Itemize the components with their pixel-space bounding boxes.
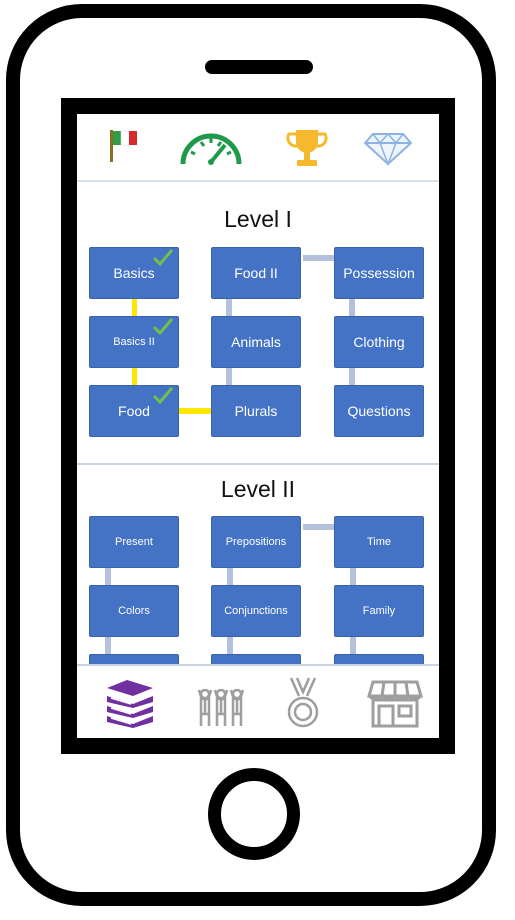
bottom-nav xyxy=(77,664,439,738)
path-link-locked xyxy=(227,568,233,585)
checkmark-icon xyxy=(152,249,174,266)
home-button[interactable] xyxy=(208,768,300,860)
skill-node-clothing[interactable]: Clothing xyxy=(334,316,424,368)
trophy-icon[interactable] xyxy=(285,126,329,175)
skill-node-food-ii[interactable]: Food II xyxy=(211,247,301,299)
skill-node-basics[interactable]: Basics xyxy=(89,247,179,299)
skill-node-plurals[interactable]: Plurals xyxy=(211,385,301,437)
skill-label: Questions xyxy=(347,403,411,419)
skill-label: Food II xyxy=(234,265,278,281)
path-link-locked xyxy=(226,368,232,385)
checkmark-icon xyxy=(152,318,174,335)
speedometer-icon[interactable] xyxy=(179,130,243,171)
skill-node-present[interactable]: Present xyxy=(89,516,179,568)
level-title: Level I xyxy=(224,206,292,232)
path-link-completed xyxy=(179,408,211,414)
skill-node-time[interactable]: Time xyxy=(334,516,424,568)
path-link-locked xyxy=(350,568,356,585)
checkmark-icon xyxy=(152,387,174,404)
path-link-locked xyxy=(303,524,335,530)
diamond-icon[interactable] xyxy=(363,132,413,171)
skill-label: Animals xyxy=(231,334,281,350)
skill-node-animals[interactable]: Animals xyxy=(211,316,301,368)
path-link-locked xyxy=(226,299,232,316)
skill-label: Plurals xyxy=(234,403,278,419)
skill-label: Colors xyxy=(118,605,150,617)
path-link-locked xyxy=(349,299,355,316)
skill-node-family[interactable]: Family xyxy=(334,585,424,637)
skill-label: Prepositions xyxy=(225,536,287,548)
skill-label: Possession xyxy=(343,265,415,281)
level-divider xyxy=(77,463,439,465)
skill-node-food[interactable]: Food xyxy=(89,385,179,437)
skill-label: Family xyxy=(362,605,396,617)
shop-icon[interactable] xyxy=(367,678,423,733)
italian-flag-icon[interactable] xyxy=(107,128,139,169)
level-title: Level II xyxy=(220,476,296,502)
path-link-completed xyxy=(132,368,137,385)
medal-icon[interactable] xyxy=(283,676,323,735)
path-link-locked xyxy=(105,636,111,656)
path-link-completed xyxy=(132,299,137,316)
skill-node-partial[interactable] xyxy=(211,654,301,664)
path-link-locked xyxy=(303,255,335,261)
path-link-locked xyxy=(350,636,356,656)
people-icon[interactable] xyxy=(195,680,247,733)
phone-speaker xyxy=(205,60,313,74)
skill-node-prepositions[interactable]: Prepositions xyxy=(211,516,301,568)
path-link-locked xyxy=(227,636,233,656)
skill-node-questions[interactable]: Questions xyxy=(334,385,424,437)
skill-tree: Level I Basics Basics II Food Food II An… xyxy=(77,182,439,664)
skill-node-basics-ii[interactable]: Basics II xyxy=(89,316,179,368)
books-icon[interactable] xyxy=(103,678,157,733)
skill-label: Basics II xyxy=(113,336,155,348)
app-screen: Level I Basics Basics II Food Food II An… xyxy=(77,114,439,738)
skill-node-conjunctions[interactable]: Conjunctions xyxy=(211,585,301,637)
path-link-locked xyxy=(349,368,355,385)
path-link-locked xyxy=(105,568,111,585)
skill-label: Time xyxy=(366,536,392,548)
skill-label: Clothing xyxy=(353,334,405,350)
top-bar xyxy=(77,114,439,182)
skill-label: Present xyxy=(115,536,153,548)
skill-label: Conjunctions xyxy=(224,605,288,617)
skill-label: Food xyxy=(118,403,150,419)
skill-node-possession[interactable]: Possession xyxy=(334,247,424,299)
skill-node-partial[interactable] xyxy=(89,654,179,664)
skill-node-partial[interactable] xyxy=(334,654,424,664)
skill-node-colors[interactable]: Colors xyxy=(89,585,179,637)
skill-label: Basics xyxy=(113,265,155,281)
